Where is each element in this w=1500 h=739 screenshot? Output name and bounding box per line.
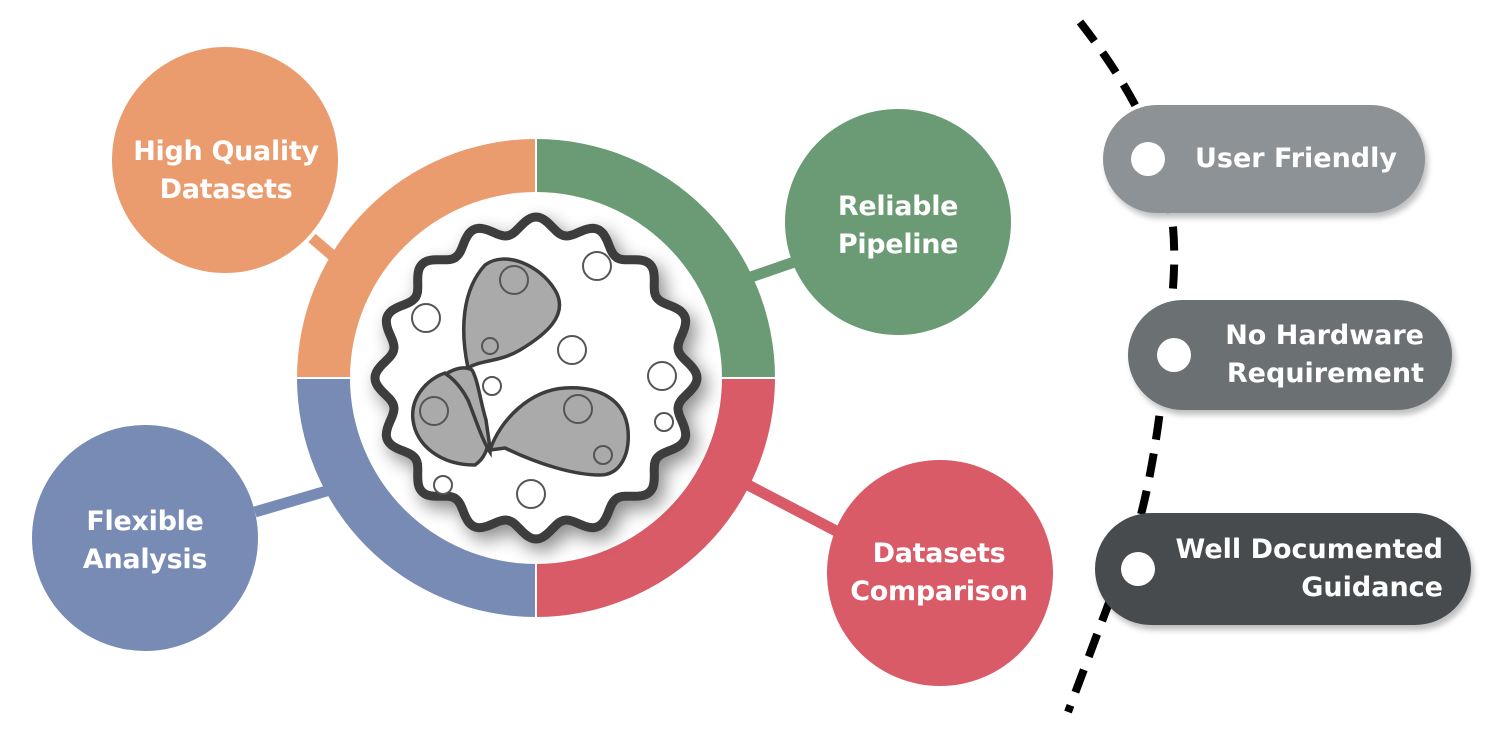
pill-label-line: Well Documented bbox=[1175, 534, 1443, 565]
feature-label-line: Datasets bbox=[872, 538, 1006, 569]
bullet-dot-icon bbox=[1131, 142, 1165, 176]
pill-label-line: No Hardware bbox=[1225, 320, 1424, 351]
feature-label-line: Reliable bbox=[837, 191, 959, 222]
feature-label-reliable-pipeline: Reliable Pipeline bbox=[837, 188, 959, 264]
pill-user-friendly: User Friendly bbox=[1103, 105, 1425, 213]
pill-label-line: User Friendly bbox=[1194, 143, 1397, 174]
feature-label-line: Analysis bbox=[82, 544, 208, 575]
ring-segment-flexible-analysis bbox=[297, 378, 536, 617]
cell-lobe-top bbox=[462, 257, 562, 371]
feature-label-flexible-analysis: Flexible Analysis bbox=[82, 503, 208, 579]
ring-segment-high-quality-datasets bbox=[297, 139, 536, 378]
connector-flexible-analysis bbox=[253, 484, 332, 518]
feature-label-line: High Quality bbox=[133, 136, 319, 167]
cell-lobe-bridge bbox=[442, 366, 492, 458]
pill-label: No Hardware Requirement bbox=[1225, 317, 1424, 393]
pill-label: User Friendly bbox=[1195, 140, 1397, 178]
feature-label-line: Pipeline bbox=[837, 229, 959, 260]
pill-no-hardware-requirement: No Hardware Requirement bbox=[1128, 300, 1452, 410]
bullet-dot-icon bbox=[1157, 338, 1191, 372]
feature-label-line: Datasets bbox=[159, 174, 293, 205]
cell-organelle-icon bbox=[356, 198, 716, 558]
feature-label-datasets-comparison: Datasets Comparison bbox=[850, 535, 1028, 611]
connector-reliable-pipeline bbox=[746, 254, 802, 284]
ring-segment-datasets-comparison bbox=[536, 378, 775, 617]
feature-circle-high-quality-datasets bbox=[112, 47, 338, 273]
feature-circle-reliable-pipeline bbox=[785, 109, 1011, 335]
feature-label-line: Flexible bbox=[86, 506, 204, 537]
connector-datasets-comparison bbox=[745, 480, 843, 538]
pill-label-line: Guidance bbox=[1301, 572, 1443, 603]
feature-label-line: Comparison bbox=[850, 576, 1028, 607]
pill-label: Well Documented Guidance bbox=[1176, 531, 1443, 607]
pill-label-line: Requirement bbox=[1226, 358, 1424, 389]
ring-segment-reliable-pipeline bbox=[536, 139, 775, 378]
feature-circle-datasets-comparison bbox=[827, 460, 1053, 686]
pill-well-documented-guidance: Well Documented Guidance bbox=[1095, 513, 1471, 625]
bullet-dot-icon bbox=[1121, 552, 1155, 586]
feature-label-high-quality-datasets: High Quality Datasets bbox=[133, 133, 319, 209]
feature-circle-flexible-analysis bbox=[32, 425, 258, 651]
